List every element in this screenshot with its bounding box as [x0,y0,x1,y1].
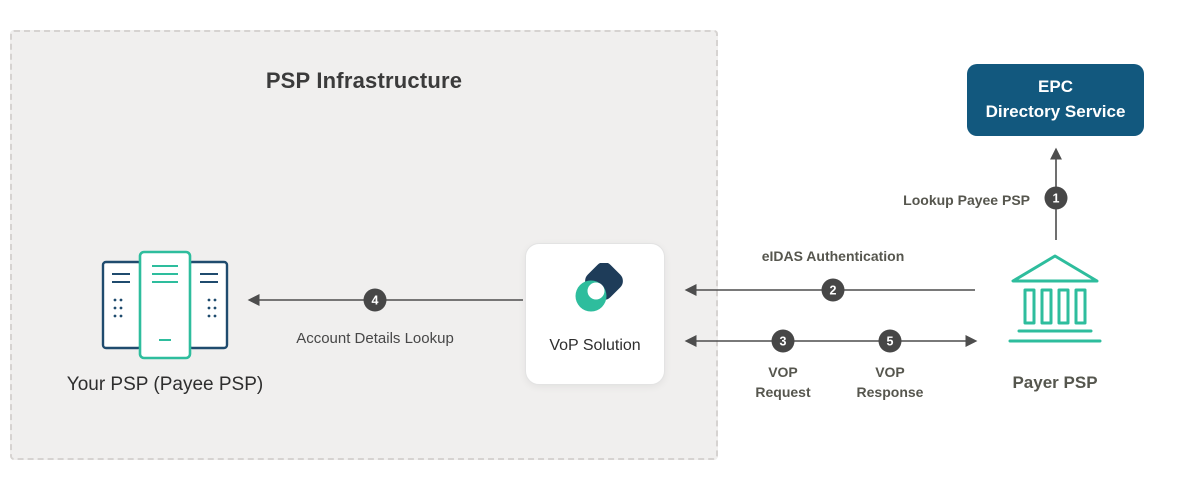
epc-label-line1: EPC [1038,77,1073,97]
vop-solution-logo-icon [566,262,624,326]
step-4-badge: 4 [363,288,387,312]
step-3-badge: 3 [771,329,795,353]
account-details-lookup-label: Account Details Lookup [296,330,454,347]
vop-solution-card: VoP Solution [525,243,665,385]
payee-psp-servers-icon [100,250,230,365]
epc-label-line2: Directory Service [985,102,1126,121]
epc-directory-service-box: EPC Directory Service [967,64,1144,136]
vop-solution-label: VoP Solution [549,337,641,354]
vop-response-label: VOP Response [856,364,924,401]
lookup-payee-psp-label: Lookup Payee PSP [903,192,1030,208]
payer-psp-bank-icon [1003,252,1107,357]
payee-psp-label: Your PSP (Payee PSP) [66,374,264,395]
psp-infrastructure-title: PSP Infrastructure [265,68,463,93]
vop-request-label: VOP Request [755,364,811,401]
payer-psp-label: Payer PSP [1012,373,1098,392]
step-2-badge: 2 [821,278,845,302]
step-1-badge: 1 [1044,186,1068,210]
eidas-authentication-label: eIDAS Authentication [761,248,905,264]
step-5-badge: 5 [878,329,902,353]
